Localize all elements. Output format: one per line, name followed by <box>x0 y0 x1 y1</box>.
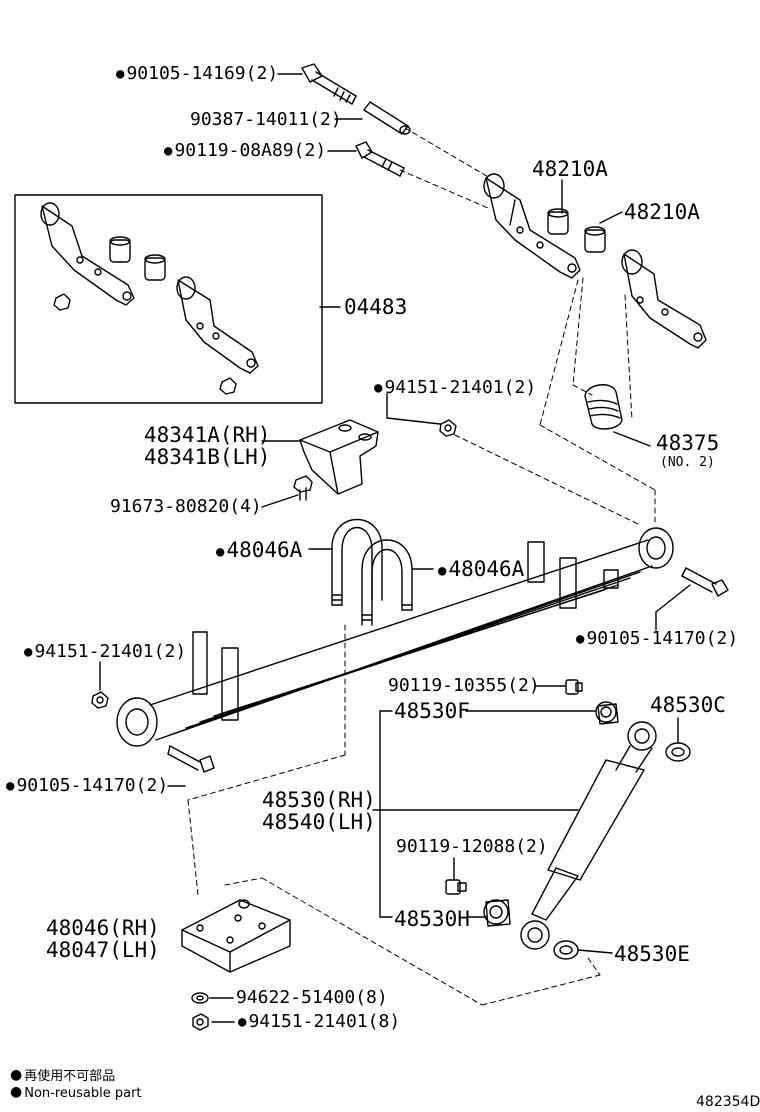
u-bolt-icon <box>361 539 413 626</box>
label-ubolt-1: 48046A <box>216 539 302 564</box>
label-seat-rh: 48046(RH) <box>46 916 160 940</box>
bracket-icon <box>299 419 379 495</box>
label-nut-a: 94151-21401(2) <box>374 378 536 399</box>
spring-seat-icon <box>181 899 291 973</box>
leaf-spring-icon <box>116 527 674 747</box>
label-shackle-a1: 48210A <box>532 157 608 181</box>
label-cushion-h: 48530H <box>394 907 470 931</box>
label-bush-top: 90387-14011(2) <box>190 109 342 130</box>
label-bracket-lh: 48341B(LH) <box>144 445 271 469</box>
bolt-icon <box>301 63 357 105</box>
kit-box <box>14 194 323 404</box>
shock-absorber-icon <box>520 721 657 950</box>
label-bracket-bolt: 91673-80820(4) <box>110 496 262 517</box>
label-retainer-e: 48530E <box>614 942 690 966</box>
bolt-icon <box>445 879 467 895</box>
label-bolt-rear: 90105-14170(2) <box>576 629 738 650</box>
bolt-icon <box>355 141 405 177</box>
label-shock-bolt-bot: 90119-12088(2) <box>396 836 548 857</box>
shackle-icon <box>483 173 707 349</box>
label-bolt-top: 90105-14169(2) <box>116 64 278 85</box>
label-bumper: 48375 <box>656 431 720 455</box>
label-bolt-top2: 90119-08A89(2) <box>164 141 326 162</box>
nut-icon <box>192 1013 209 1031</box>
label-cushion-f: 48530F <box>394 699 470 723</box>
bolt-icon <box>167 745 215 773</box>
legend-line-jp: 再使用不可部品 <box>10 1068 115 1085</box>
label-bolt-front: 90105-14170(2) <box>6 776 168 797</box>
cushion-icon <box>595 701 619 725</box>
washer-icon <box>191 992 209 1004</box>
label-shock-bolt-top: 90119-10355(2) <box>388 675 540 696</box>
cushion-icon <box>483 899 511 927</box>
bolt-icon <box>565 679 583 695</box>
dashed-alignment-lines <box>187 127 656 1006</box>
label-shackle-a2: 48210A <box>624 200 700 224</box>
label-kit: 04483 <box>344 295 408 319</box>
retainer-icon <box>665 742 691 762</box>
label-bumper-no: (NO. 2) <box>660 455 715 470</box>
bolt-icon <box>293 475 313 501</box>
label-nut-c: 94151-21401(8) <box>238 1012 400 1033</box>
legend-line-en: Non-reusable part <box>10 1085 141 1102</box>
label-washer: 94622-51400(8) <box>236 987 388 1008</box>
u-bolt-icon <box>331 518 383 606</box>
pin-icon <box>363 101 411 135</box>
bolt-icon <box>681 567 729 597</box>
label-retainer-c: 48530C <box>650 693 726 717</box>
label-absorber-lh: 48540(LH) <box>262 810 376 834</box>
bumper-icon <box>584 384 623 430</box>
label-absorber-rh: 48530(RH) <box>262 788 376 812</box>
leader-lines <box>99 73 691 1023</box>
nut-icon <box>439 419 457 437</box>
nut-icon <box>91 691 109 709</box>
retainer-icon <box>553 940 579 960</box>
label-nut-b: 94151-21401(2) <box>24 642 186 663</box>
diagram-id: 482354D <box>696 1094 760 1110</box>
label-seat-lh: 48047(LH) <box>46 938 160 962</box>
shackle-kit-icon <box>40 202 259 395</box>
label-ubolt-2: 48046A <box>438 558 524 583</box>
label-bracket-rh: 48341A(RH) <box>144 423 271 447</box>
